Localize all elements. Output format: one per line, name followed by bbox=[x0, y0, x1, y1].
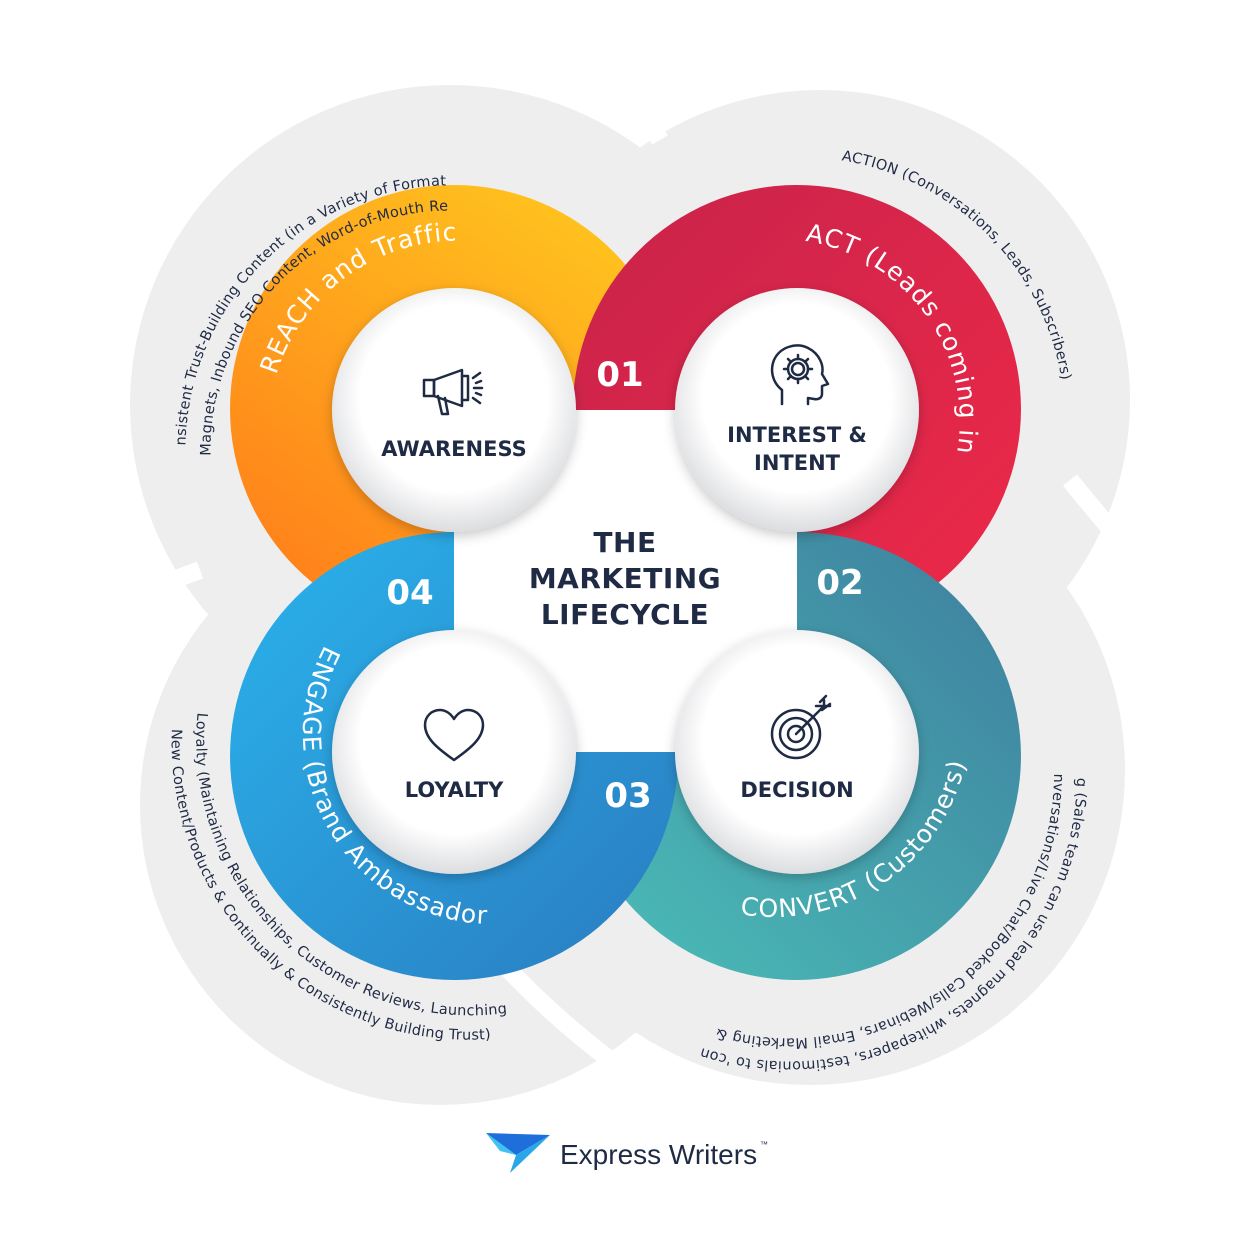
megaphone-icon bbox=[422, 368, 484, 416]
brand-name: Express Writers bbox=[560, 1139, 757, 1170]
stage-2-circle bbox=[675, 288, 919, 532]
stage-1-circle bbox=[332, 288, 576, 532]
stage-2-number: 02 bbox=[816, 563, 863, 603]
stage-2-circle-label-line-2: INTENT bbox=[754, 451, 841, 475]
stage-circles bbox=[332, 288, 919, 874]
brand-footer: Express Writers ™ bbox=[486, 1133, 768, 1173]
center-title: THE MARKETING LIFECYCLE bbox=[529, 526, 721, 631]
stage-3-number: 03 bbox=[604, 776, 651, 816]
center-title-line-1: THE bbox=[593, 526, 656, 559]
stage-4-circle bbox=[332, 630, 576, 874]
stage-1-number: 01 bbox=[596, 355, 643, 395]
heart-icon bbox=[423, 708, 485, 762]
brand-trademark: ™ bbox=[760, 1140, 768, 1149]
stage-3-circle-label: DECISION bbox=[740, 778, 853, 802]
stage-3-circle bbox=[675, 630, 919, 874]
stage-2-circle-label-line-1: INTEREST & bbox=[727, 423, 867, 447]
center-title-line-3: LIFECYCLE bbox=[541, 598, 709, 631]
stage-4-circle-label: LOYALTY bbox=[405, 778, 504, 802]
center-title-line-2: MARKETING bbox=[529, 562, 721, 595]
target-icon bbox=[770, 694, 832, 760]
paper-plane-logo-icon bbox=[486, 1133, 550, 1173]
stage-4-number: 04 bbox=[386, 573, 433, 613]
stage-1-circle-label: AWARENESS bbox=[381, 437, 527, 461]
head-gear-icon bbox=[770, 344, 830, 406]
